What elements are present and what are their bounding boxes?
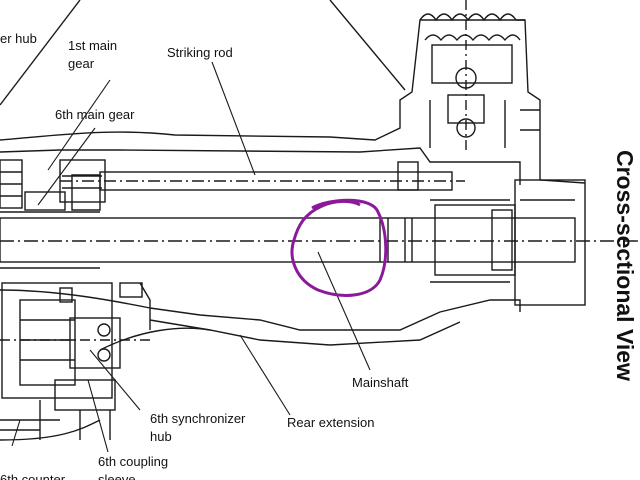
- mainshaft-drawing: [0, 179, 640, 306]
- label-sixth-coupling-sleeve-line1: 6th coupling: [98, 454, 169, 469]
- label-striking-rod: Striking rod: [167, 45, 233, 60]
- label-first-main-gear-line2: gear: [68, 56, 95, 71]
- upper-case-outline: [0, 19, 586, 184]
- striking-rod-drawing: [59, 159, 465, 203]
- case-edge-right: [329, 0, 406, 91]
- label-sixth-coupling-sleeve-line2: sleeve: [98, 472, 136, 480]
- annotation-circle: [290, 198, 388, 297]
- shift-tower: [419, 0, 540, 150]
- label-sixth-synchronizer-hub-line2: hub: [150, 429, 172, 444]
- label-sixth-counter-partial: 6th counter: [0, 472, 66, 480]
- side-title: Cross-sectional View: [612, 150, 638, 381]
- first-main-gear-stack-drawing: [0, 159, 101, 211]
- rear-extension-drawing: [0, 199, 575, 351]
- label-sixth-synchronizer-hub-line1: 6th synchronizer: [150, 411, 246, 426]
- leader-lines: [11, 61, 371, 453]
- sixth-gear-cluster-drawing: [0, 282, 151, 441]
- case-edge-left: [0, 0, 81, 106]
- label-mainshaft: Mainshaft: [352, 375, 409, 390]
- label-first-main-gear-line1: 1st main: [68, 38, 118, 53]
- label-synchronizer-hub-partial: er hub: [0, 31, 37, 46]
- side-title-box: Cross-sectional View: [610, 150, 640, 420]
- label-sixth-main-gear: 6th main gear: [55, 107, 135, 122]
- label-rear-extension: Rear extension: [287, 415, 375, 430]
- upper-case-inner: [0, 147, 521, 185]
